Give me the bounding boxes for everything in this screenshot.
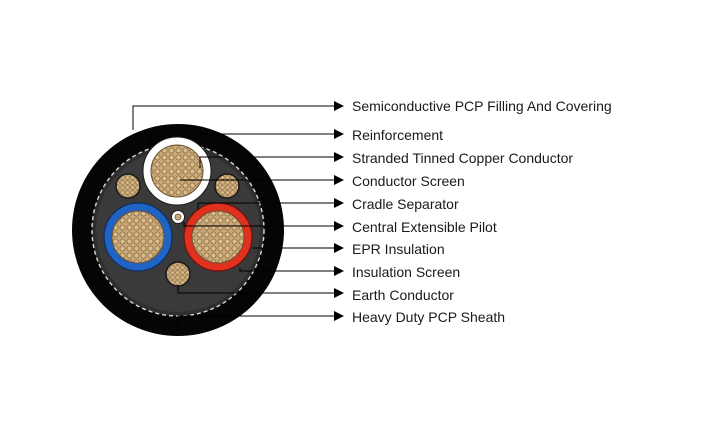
earth-conductor-right [214,173,240,199]
leader-lines [132,101,344,328]
core-blue-conductor [111,210,165,264]
label-conductor-screen: Conductor Screen [352,173,465,189]
leader-line-insulation-screen [239,266,344,276]
central-pilot-core [174,213,182,221]
label-stranded-tinned-copper-conductor: Stranded Tinned Copper Conductor [352,150,574,166]
label-heavy-duty-pcp-sheath: Heavy Duty PCP Sheath [352,309,506,325]
label-insulation-screen: Insulation Screen [352,264,461,280]
earth-conductor-bottom [165,261,191,287]
leader-line-earth-conductor [177,285,344,298]
label-epr-insulation: EPR Insulation [352,241,445,257]
leader-line-heavy-duty-pcp-sheath [177,311,344,328]
leader-line-cradle-separator [197,198,344,210]
leader-line-stranded-tinned-copper-conductor [199,152,344,168]
leader-line-reinforcement [149,129,344,150]
label-central-extensible-pilot: Central Extensible Pilot [352,219,497,235]
earth-conductor-left [115,173,141,199]
label-reinforcement: Reinforcement [352,127,444,143]
leader-line-central-extensible-pilot [183,221,344,231]
leader-line-semiconductive-pcp-filling [132,101,344,130]
core-red-conductor [191,210,245,264]
core-white-conductor [150,144,204,198]
label-semiconductive-pcp-filling: Semiconductive PCP Filling And Covering [352,98,612,114]
label-earth-conductor: Earth Conductor [352,287,454,303]
label-cradle-separator: Cradle Separator [352,196,459,212]
